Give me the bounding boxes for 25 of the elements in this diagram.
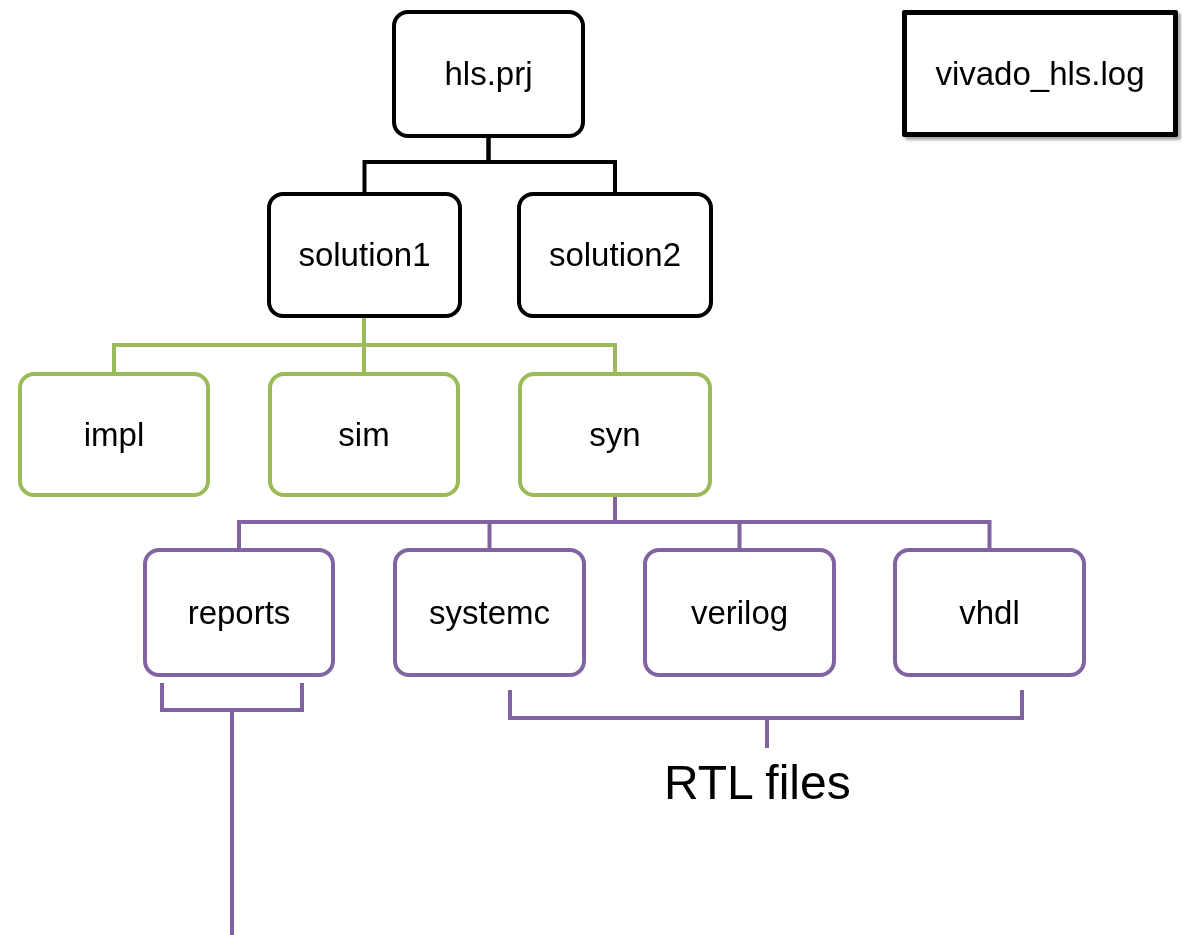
folder-name: solution2 [548, 236, 682, 274]
folder-name: sim [338, 415, 390, 454]
bracket-label: RTL files [664, 755, 851, 810]
folder-name: vhdl [959, 593, 1020, 632]
folder-name: hls.prj [444, 55, 533, 93]
folder-name: syn [589, 415, 641, 454]
folder-name: impl [83, 415, 145, 454]
folder-box [267, 192, 462, 318]
folder-box [268, 372, 460, 497]
folder-name: solution1 [298, 236, 431, 274]
folder-name: vivado_hls.log [935, 54, 1145, 93]
folder-box [143, 548, 335, 677]
folder-box [518, 372, 712, 497]
folder-name: systemc [429, 593, 550, 632]
folder-box [893, 548, 1086, 677]
connector-line [486, 138, 617, 192]
folder-box [517, 192, 713, 318]
folder-box [393, 548, 586, 677]
folder-name: reports [187, 593, 291, 632]
folder-box [643, 548, 836, 677]
folder-box [18, 372, 210, 497]
connector-line [362, 318, 617, 372]
folder-name: verilog [690, 593, 789, 632]
folder-box [902, 10, 1178, 137]
folder-box [392, 10, 585, 138]
